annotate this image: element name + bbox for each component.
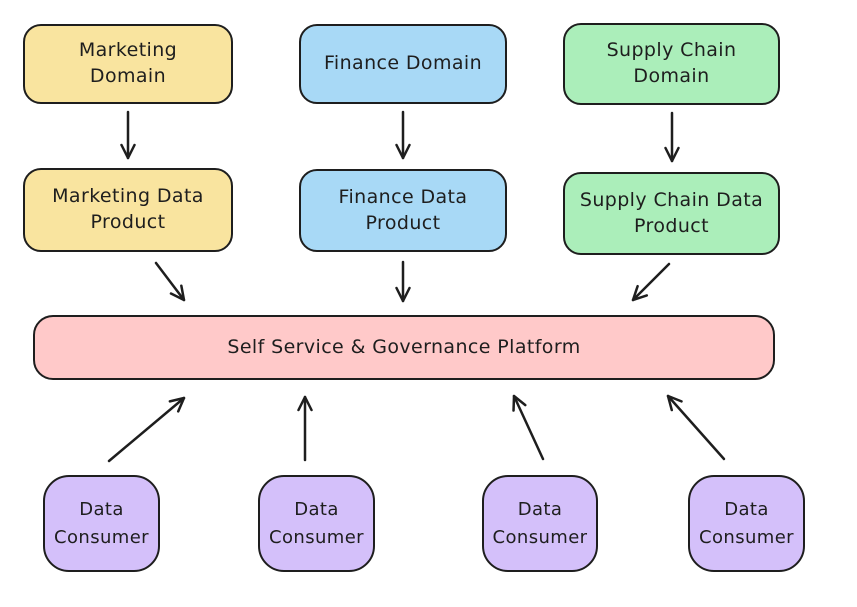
node-label: Supply Chain Data Product: [579, 188, 764, 237]
node-label: Finance Data Product: [338, 185, 468, 234]
node-marketing-data-product: Marketing Data Product: [23, 168, 233, 252]
node-label: Finance Domain: [323, 52, 483, 75]
node-data-consumer-2: Data Consumer: [258, 475, 375, 572]
node-label: Marketing Domain: [78, 39, 178, 87]
node-label: Data Consumer: [492, 498, 588, 548]
node-data-consumer-4: Data Consumer: [688, 475, 805, 572]
arrow-marketing-product-to-platform: [154, 261, 186, 302]
node-label: Data Consumer: [699, 498, 794, 548]
node-label: Data Consumer: [54, 498, 149, 548]
arrow-consumer3-to-platform: [512, 394, 545, 461]
arrow-consumer1-to-platform: [107, 396, 186, 463]
node-marketing-domain: Marketing Domain: [23, 24, 233, 104]
node-supply-chain-domain: Supply Chain Domain: [563, 23, 780, 105]
node-data-consumer-3: Data Consumer: [482, 475, 598, 572]
arrow-consumer4-to-platform: [666, 394, 726, 461]
node-self-service-governance-platform: Self Service & Governance Platform: [33, 315, 775, 380]
node-finance-domain: Finance Domain: [299, 24, 507, 104]
node-data-consumer-1: Data Consumer: [43, 475, 160, 572]
arrow-supply-product-to-platform: [631, 262, 671, 302]
node-supply-chain-data-product: Supply Chain Data Product: [563, 172, 780, 255]
node-label: Data Consumer: [269, 498, 364, 548]
node-label: Self Service & Governance Platform: [227, 335, 581, 358]
node-label: Marketing Data Product: [52, 185, 204, 233]
node-finance-data-product: Finance Data Product: [299, 169, 507, 252]
node-label: Supply Chain Domain: [606, 39, 737, 87]
